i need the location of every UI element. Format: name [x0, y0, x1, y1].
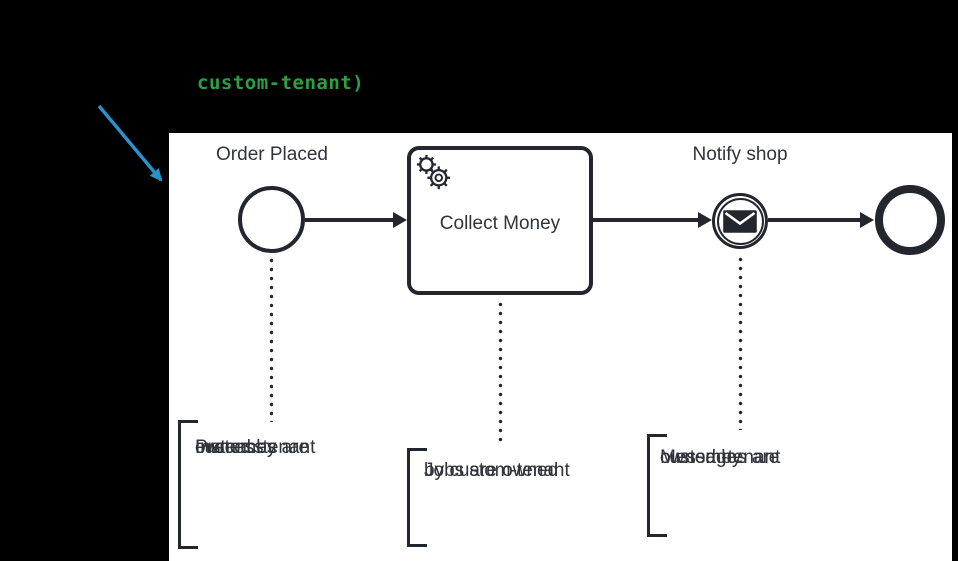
- sequence-flow-arrowhead-icon: [860, 212, 874, 228]
- pointer-arrow-icon: [97, 104, 163, 182]
- note-bracket: [647, 434, 667, 537]
- end-event: [875, 185, 945, 255]
- gears-icon: [416, 154, 451, 190]
- start-event-label: Order Placed: [216, 144, 328, 165]
- message-event-inner-ring: [716, 197, 764, 245]
- code-snippet: custom-tenant): [197, 72, 365, 94]
- note-line: Instances are: [195, 437, 310, 458]
- sequence-flow-line: [305, 218, 395, 222]
- note-line: owned by: [195, 437, 277, 458]
- note-line: by custom-tenant: [424, 460, 570, 481]
- service-task: Collect Money: [407, 146, 593, 295]
- bpmn-canvas: Order Placed Notify shop: [169, 133, 952, 561]
- start-event: [238, 186, 305, 253]
- note-bracket: [407, 448, 427, 547]
- note-line: Messages are: [660, 447, 780, 468]
- dotted-association-line: [269, 256, 274, 422]
- message-event: [712, 193, 768, 249]
- sequence-flow-arrowhead-icon: [393, 212, 407, 228]
- note-line: custom-tenant: [195, 437, 316, 458]
- dotted-association-line: [498, 300, 503, 445]
- note-line: Process: [195, 437, 264, 458]
- message-event-label: Notify shop: [692, 144, 788, 165]
- note-line: Jobs are owned: [424, 460, 559, 481]
- envelope-icon: [723, 209, 757, 233]
- sequence-flow-line: [593, 218, 699, 222]
- sequence-flow-arrowhead-icon: [698, 212, 712, 228]
- sequence-flow-line: [768, 218, 861, 222]
- note-line: owned by: [660, 447, 742, 468]
- note-line: custom-tenant: [660, 447, 781, 468]
- note-bracket: [178, 420, 198, 549]
- dotted-association-line: [738, 255, 743, 430]
- service-task-label: Collect Money: [439, 213, 561, 234]
